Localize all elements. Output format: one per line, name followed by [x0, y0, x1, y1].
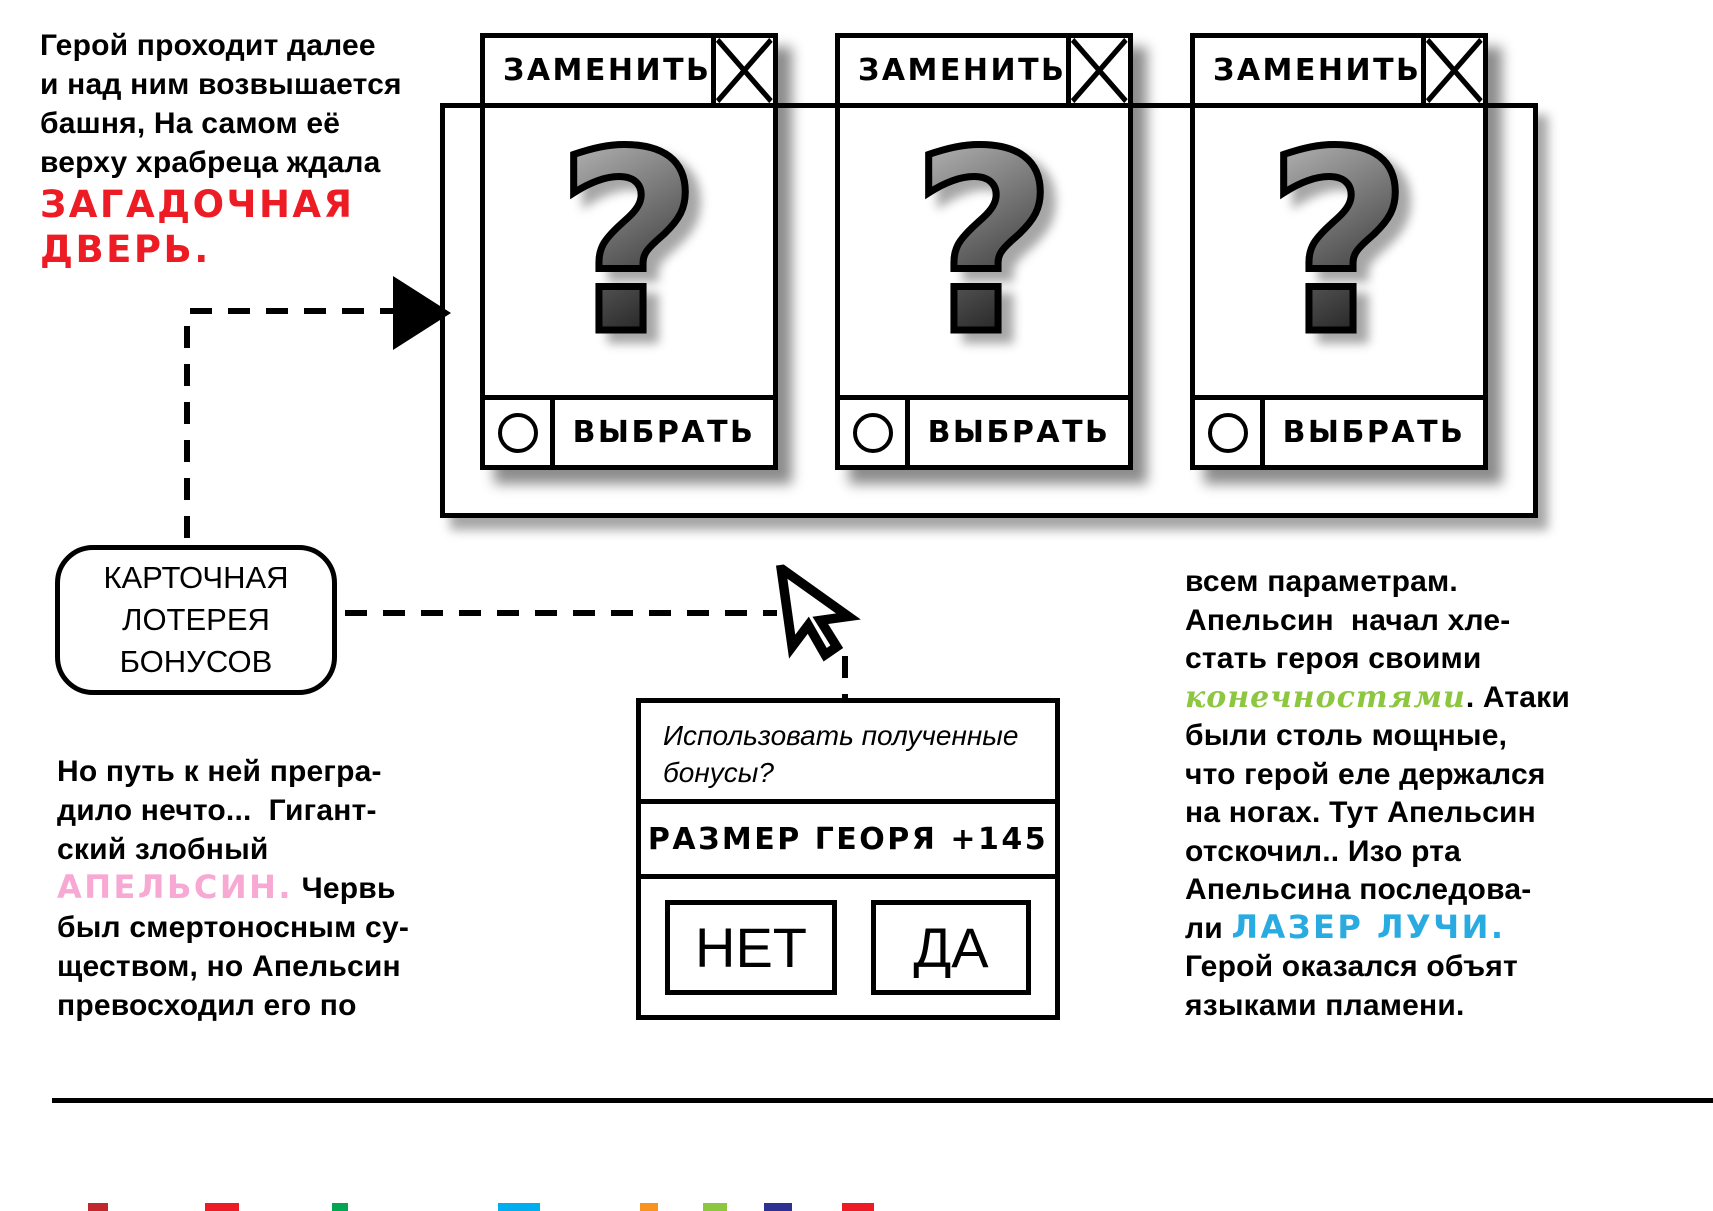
- story-text: . Атаки: [1465, 680, 1571, 714]
- highlight-mysterious-door: ЗАГАДОЧНАЯ: [40, 183, 355, 226]
- replace-button[interactable]: ЗАМЕНИТЬ: [1213, 53, 1422, 88]
- story-paragraph-intro: Герой проходит далее и над ним возвышает…: [40, 26, 460, 272]
- color-fragment: [703, 1203, 727, 1211]
- story-line: отскочил.. Изо рта: [1185, 834, 1461, 868]
- question-mark-icon: ?: [553, 108, 705, 389]
- highlight-limbs: конечностями: [1185, 679, 1466, 715]
- dialog-title: Использовать полученные бонусы?: [641, 703, 1055, 799]
- question-mark-icon: ?: [1263, 108, 1415, 389]
- highlight-laser-beams: ЛАЗЕР ЛУЧИ.: [1231, 907, 1506, 946]
- dialog-title-line: Использовать полученные: [663, 720, 1019, 751]
- dialog-buttons: НЕТ ДА: [641, 879, 1055, 1015]
- story-line: Но путь к ней прегра-: [57, 755, 382, 788]
- radio-circle-icon: [852, 412, 893, 453]
- story-line: Герой оказался объят: [1185, 950, 1518, 983]
- story-line: на ногах. Тут Апельсин: [1185, 796, 1536, 829]
- next-panel-border: [52, 1098, 1713, 1103]
- story-line: и над ним возвышается: [40, 68, 402, 101]
- color-fragment: [88, 1203, 108, 1211]
- card-footer: ВЫБРАТЬ: [840, 395, 1128, 465]
- highlight-mysterious-door: ДВЕРЬ.: [40, 228, 211, 271]
- color-fragment: [640, 1203, 658, 1211]
- replace-button[interactable]: ЗАМЕНИТЬ: [858, 53, 1067, 88]
- arrow-right-icon: [393, 276, 451, 350]
- select-radio[interactable]: [840, 400, 910, 465]
- story-line: Апельсин начал хле-: [1185, 603, 1511, 637]
- bubble-line: КАРТОЧНАЯ: [103, 560, 289, 595]
- story-line: был смертоносным су-: [57, 911, 410, 944]
- x-icon: [1071, 38, 1128, 103]
- color-fragment: [205, 1203, 239, 1211]
- choose-button[interactable]: ВЫБРАТЬ: [1282, 415, 1466, 450]
- color-fragment: [842, 1203, 874, 1211]
- close-checkbox[interactable]: [1421, 38, 1483, 103]
- card-body: ?: [1195, 108, 1483, 395]
- story-line: языками пламени.: [1185, 988, 1465, 1022]
- dialog-title-line: бонусы?: [663, 757, 774, 788]
- card-body: ?: [485, 108, 773, 395]
- story-line: превосходил его по: [57, 989, 357, 1022]
- choose-button[interactable]: ВЫБРАТЬ: [927, 415, 1111, 450]
- story-line-mixed: конечностями. Атаки: [1185, 679, 1685, 718]
- connector-line: [190, 308, 395, 314]
- question-mark-icon: ?: [908, 108, 1060, 389]
- yes-button[interactable]: ДА: [871, 899, 1031, 995]
- story-line: верху храбреца ждала: [40, 146, 381, 179]
- story-line: были столь мощные,: [1185, 719, 1508, 752]
- bubble-line: ЛОТЕРЕЯ: [122, 602, 270, 637]
- bonus-card-3: ЗАМЕНИТЬ ? ВЫБРАТЬ: [1190, 33, 1488, 470]
- story-line: башня, На самом её: [40, 107, 341, 140]
- use-bonuses-dialog: Использовать полученные бонусы? РАЗМЕР Г…: [636, 698, 1060, 1020]
- story-line-mixed: ли ЛАЗЕР ЛУЧИ.: [1185, 910, 1685, 949]
- story-line: стать героя своими: [1185, 642, 1482, 675]
- connector-line: [345, 610, 777, 616]
- bonus-value-label: РАЗМЕР ГЕОРЯ +145: [641, 799, 1055, 879]
- card-footer: ВЫБРАТЬ: [1195, 395, 1483, 465]
- story-line: ский злобный: [57, 833, 269, 866]
- bubble-line: БОНУСОВ: [119, 644, 273, 679]
- close-checkbox[interactable]: [711, 38, 773, 103]
- radio-circle-icon: [497, 412, 538, 453]
- mouse-cursor-icon: [771, 555, 866, 667]
- select-radio[interactable]: [1195, 400, 1265, 465]
- x-icon: [716, 38, 773, 103]
- connector-line: [184, 326, 190, 544]
- card-header: ЗАМЕНИТЬ: [840, 38, 1128, 108]
- no-button[interactable]: НЕТ: [665, 899, 837, 995]
- bonus-card-1: ЗАМЕНИТЬ ? ВЫБРАТЬ: [480, 33, 778, 470]
- highlight-orange: АПЕЛЬСИН.: [57, 868, 294, 906]
- story-line: всем параметрам.: [1185, 565, 1458, 598]
- select-radio[interactable]: [485, 400, 555, 465]
- story-line: дило нечто... Гигант-: [57, 794, 377, 827]
- close-checkbox[interactable]: [1066, 38, 1128, 103]
- story-line-mixed: АПЕЛЬСИН. Червь: [57, 869, 477, 908]
- lottery-label-bubble: КАРТОЧНАЯ ЛОТЕРЕЯ БОНУСОВ: [55, 545, 337, 695]
- story-line: Апельсина последова-: [1185, 873, 1532, 906]
- story-text: ли: [1185, 911, 1232, 945]
- card-footer: ВЫБРАТЬ: [485, 395, 773, 465]
- choose-button[interactable]: ВЫБРАТЬ: [572, 415, 756, 450]
- color-fragment: [498, 1203, 540, 1211]
- story-paragraph-left: Но путь к ней прегра- дило нечто... Гига…: [57, 752, 477, 1025]
- connector-line: [842, 656, 848, 700]
- card-body: ?: [840, 108, 1128, 395]
- card-header: ЗАМЕНИТЬ: [1195, 38, 1483, 108]
- story-line: Герой проходит далее: [40, 29, 376, 62]
- card-header: ЗАМЕНИТЬ: [485, 38, 773, 108]
- bonus-card-2: ЗАМЕНИТЬ ? ВЫБРАТЬ: [835, 33, 1133, 470]
- story-text: Червь: [293, 872, 396, 905]
- x-icon: [1426, 38, 1483, 103]
- story-line: ществом, но Апельсин: [57, 950, 401, 983]
- radio-circle-icon: [1207, 412, 1248, 453]
- color-fragment: [764, 1203, 792, 1211]
- story-line: что герой еле держался: [1185, 757, 1546, 791]
- replace-button[interactable]: ЗАМЕНИТЬ: [503, 53, 712, 88]
- color-fragment: [332, 1203, 348, 1211]
- story-paragraph-right: всем параметрам. Апельсин начал хле- ста…: [1185, 563, 1685, 1025]
